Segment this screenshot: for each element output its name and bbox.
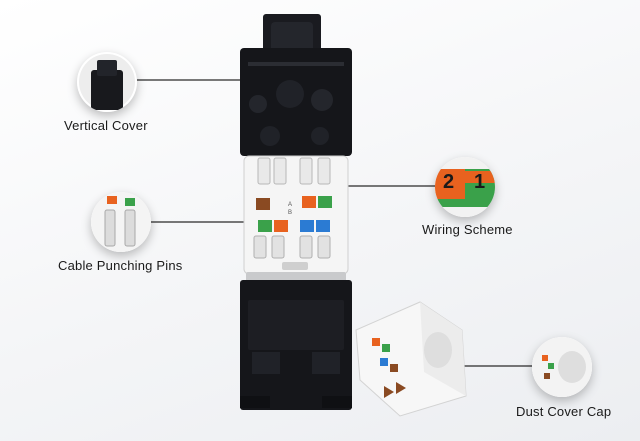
label-dust-cover-cap: Dust Cover Cap: [516, 404, 612, 419]
vertical-cover-zoom: [77, 52, 137, 112]
dust-cover-cap-zoom: [532, 337, 592, 397]
vertical-cover: [240, 14, 352, 156]
label-cable-punching-pins: Cable Punching Pins: [58, 258, 183, 273]
svg-text:A: A: [288, 202, 292, 208]
wiring-number-2: 2: [443, 171, 455, 193]
label-wiring-scheme: Wiring Scheme: [422, 222, 513, 237]
jack-body: [240, 280, 352, 410]
punch-down-module: A B: [243, 155, 349, 275]
dust-cover-cap: [355, 301, 467, 417]
label-vertical-cover: Vertical Cover: [64, 118, 148, 133]
wiring-number-1: 1: [474, 171, 486, 193]
wiring-scheme-zoom: 2 1: [435, 157, 495, 217]
cable-punching-pins-zoom: [91, 192, 151, 252]
svg-text:B: B: [288, 210, 292, 216]
